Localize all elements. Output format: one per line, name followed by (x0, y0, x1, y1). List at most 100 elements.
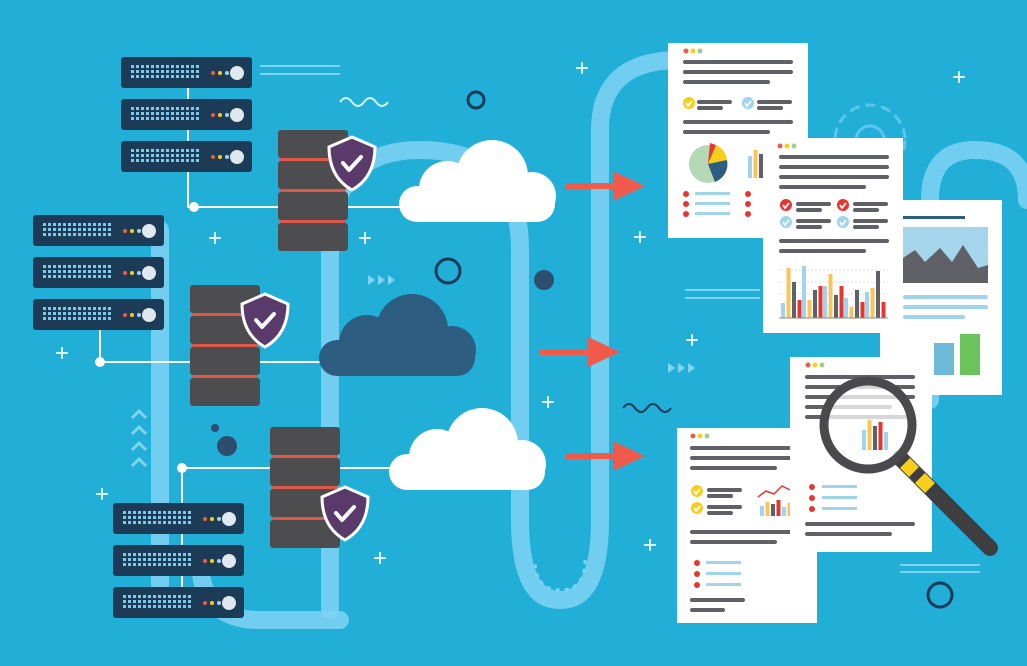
server-vent (63, 307, 66, 310)
text-line (683, 130, 770, 134)
text-line (796, 225, 822, 229)
server-vent (181, 107, 184, 110)
storage-stripe (280, 220, 346, 223)
status-led (203, 601, 207, 605)
server-vent (186, 159, 189, 162)
server-vent (103, 223, 106, 226)
chart-bar (771, 504, 775, 516)
server-vent (186, 112, 189, 115)
server-vent (141, 107, 144, 110)
server-vent (136, 159, 139, 162)
server-vent (153, 511, 156, 514)
server-vent (153, 595, 156, 598)
server-vent (183, 553, 186, 556)
server-vent (151, 75, 154, 78)
server-vent (173, 516, 176, 519)
server-vent (136, 149, 139, 152)
up-arrow-decor (130, 440, 148, 452)
bullet (694, 560, 700, 566)
text-line (805, 375, 915, 379)
text-line (853, 219, 888, 223)
power-button (230, 108, 244, 122)
server-vent (146, 159, 149, 162)
check-badge (837, 216, 849, 228)
server-vent (98, 270, 101, 273)
server-vent (141, 75, 144, 78)
server-vent (143, 605, 146, 608)
server-vent (176, 75, 179, 78)
connector-node (189, 202, 199, 212)
server-vent (196, 117, 199, 120)
server-vent (83, 228, 86, 231)
server-vent (166, 112, 169, 115)
server-vent (188, 558, 191, 561)
server-vent (48, 312, 51, 315)
arrow-right-icon (565, 441, 645, 471)
server-vent (181, 112, 184, 115)
server-vent (136, 107, 139, 110)
server-vent (143, 595, 146, 598)
server-vent (158, 553, 161, 556)
status-led (218, 113, 222, 117)
window-dot (819, 362, 825, 368)
server-vent (73, 270, 76, 273)
server-vent (166, 149, 169, 152)
check (341, 155, 363, 172)
server-vent (43, 312, 46, 315)
server-vent (88, 223, 91, 226)
server-vent (171, 75, 174, 78)
plus-icon (209, 232, 221, 244)
server-vent (163, 600, 166, 603)
server-vent (183, 516, 186, 519)
text-line (690, 466, 777, 470)
storage-stack-icon (270, 427, 340, 548)
server-vent (183, 600, 186, 603)
storage-stripe (192, 344, 258, 347)
server-vent (136, 75, 139, 78)
server-vent (196, 70, 199, 73)
server-vent (88, 312, 91, 315)
bullet (683, 201, 689, 207)
plus-icon (374, 552, 386, 564)
server-vent (133, 521, 136, 524)
arrow-shaft (565, 183, 617, 189)
cloud-icon (319, 294, 476, 376)
server-vent (163, 553, 166, 556)
server-vent (191, 159, 194, 162)
chart-bar (878, 422, 883, 450)
server-vent (53, 307, 56, 310)
server-vent (153, 553, 156, 556)
server-vent (43, 223, 46, 226)
chart-bar (807, 300, 812, 318)
power-button (230, 150, 244, 164)
chart-bar (876, 271, 880, 318)
text-line (822, 485, 857, 488)
server-vent (131, 154, 134, 157)
server-vent (166, 70, 169, 73)
server-vent (161, 117, 164, 120)
storage-stripe (272, 486, 338, 489)
power-button (222, 512, 236, 526)
server-vent (161, 112, 164, 115)
magnifying-glass-icon (819, 376, 998, 556)
server-vent (136, 70, 139, 73)
ring-decor (926, 581, 954, 609)
chart-bar (802, 266, 806, 318)
server-vent (43, 307, 46, 310)
bullet (683, 191, 689, 197)
server-vent (183, 595, 186, 598)
server-vent (173, 605, 176, 608)
server-vent (146, 149, 149, 152)
storage-unit (190, 316, 260, 344)
chart-bar (884, 432, 888, 450)
server-vent (148, 600, 151, 603)
server-vent (158, 563, 161, 566)
server-vent (188, 521, 191, 524)
server-vent (73, 223, 76, 226)
server-vent (188, 511, 191, 514)
window-dot (690, 48, 696, 54)
server-vent (128, 521, 131, 524)
server-vent (68, 233, 71, 236)
connector-node (177, 463, 187, 473)
server-vent (103, 233, 106, 236)
